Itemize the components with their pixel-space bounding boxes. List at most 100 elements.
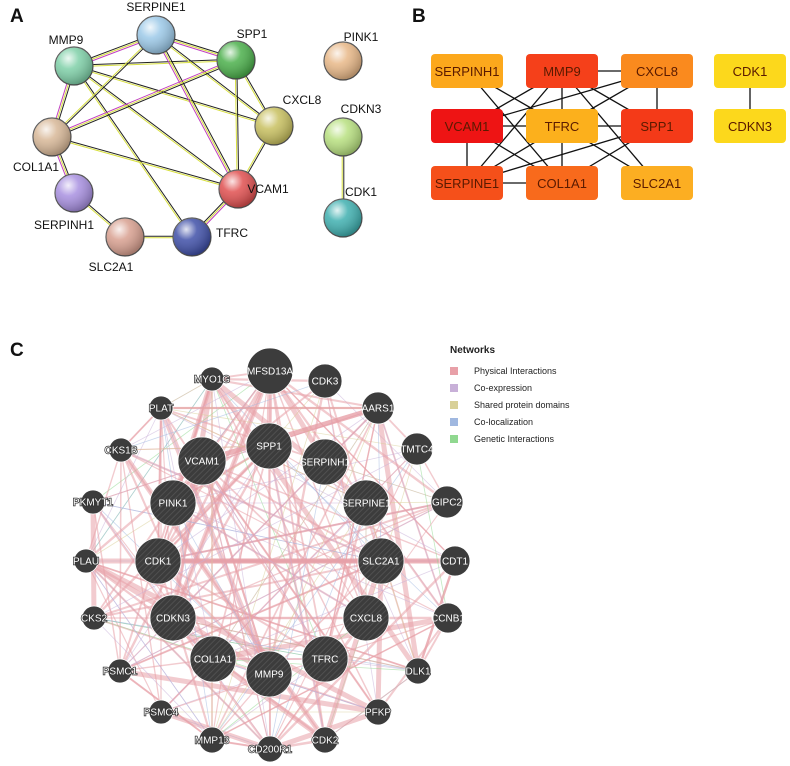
node-serpinh1[interactable]: SERPINH1 xyxy=(300,438,350,486)
node-myo1g[interactable]: MYO1G xyxy=(193,366,231,392)
node-slc2a1[interactable]: SLC2A1 xyxy=(621,166,693,200)
node-cd200r1[interactable]: CD200R1 xyxy=(247,735,293,763)
node-label: MFSD13A xyxy=(247,367,293,378)
node-cdt1[interactable]: CDT1 xyxy=(439,545,471,577)
edge-serpine1-col1a1 xyxy=(52,35,157,138)
node-pfkp[interactable]: PFKP xyxy=(364,698,392,726)
node-cdk1[interactable]: CDK1 xyxy=(134,537,182,585)
node-label: CDKN3 xyxy=(341,102,382,116)
edge-serpine1-cxcl8 xyxy=(156,33,275,126)
node-pink1[interactable]: PINK1 xyxy=(323,30,379,81)
node-psmc4[interactable]: PSMC4 xyxy=(143,699,179,725)
node-tfrc[interactable]: TFRC xyxy=(526,109,598,143)
node-slc2a1[interactable]: SLC2A1 xyxy=(357,537,405,585)
node-col1a1[interactable]: COL1A1 xyxy=(13,117,72,174)
edge-mmp9-cxcl8 xyxy=(74,64,275,126)
edge-cdt1-vcam1 xyxy=(201,460,456,562)
node-psmc1[interactable]: PSMC1 xyxy=(102,658,138,684)
node-vcam1[interactable]: VCAM1 xyxy=(218,169,289,209)
edge-cdt1-col1a1 xyxy=(212,560,456,660)
edge-tfrc-serpine1 xyxy=(323,502,368,660)
node-plat[interactable]: PLAT xyxy=(148,395,174,421)
edge-pfkp-plau xyxy=(84,558,380,715)
node-serpinh1[interactable]: SERPINH1 xyxy=(431,54,503,88)
node-cdk3[interactable]: CDK3 xyxy=(307,363,343,399)
edge-mmp9-spp1 xyxy=(73,58,236,66)
node-tfrc[interactable]: TFRC xyxy=(172,217,248,257)
node-dlk1[interactable]: DLK1 xyxy=(404,657,432,685)
edge-vcam1-mmp9 xyxy=(201,460,270,675)
node-label: PSMC1 xyxy=(103,667,138,678)
node-mmp9[interactable]: MMP9 xyxy=(526,54,598,88)
edge-cd200r1-plau xyxy=(85,560,271,750)
node-label: MMP9 xyxy=(543,64,581,79)
node-label: SERPINH1 xyxy=(34,218,94,232)
node-vcam1[interactable]: VCAM1 xyxy=(177,436,227,486)
edge-tmtc4-cd200r1 xyxy=(269,448,418,750)
node-ccnb1[interactable]: CCNB1 xyxy=(431,602,465,634)
node-col1a1[interactable]: COL1A1 xyxy=(526,166,598,200)
node-cdk1[interactable]: CDK1 xyxy=(323,185,377,238)
node-label: CDT1 xyxy=(442,557,469,568)
edge-slc2a1-cdk2 xyxy=(322,560,384,741)
node-label: PFKP xyxy=(365,708,391,719)
node-cks2[interactable]: CKS2 xyxy=(80,605,108,631)
edge-cdkn3-aars1 xyxy=(172,407,379,619)
node-label: DLK1 xyxy=(405,667,430,678)
node-pink1[interactable]: PINK1 xyxy=(149,479,197,527)
node-label: PINK1 xyxy=(344,30,379,44)
node-vcam1[interactable]: VCAM1 xyxy=(431,109,503,143)
node-serpinh1[interactable]: SERPINH1 xyxy=(34,173,94,232)
edge-mmp9-slc2a1 xyxy=(561,70,658,184)
node-label: MMP9 xyxy=(255,670,284,681)
node-cks1b[interactable]: CKS1B xyxy=(104,437,138,463)
node-cdk1[interactable]: CDK1 xyxy=(714,54,786,88)
edge-vcam1-cxcl8 xyxy=(201,460,367,619)
node-mmp9[interactable]: MMP9 xyxy=(245,650,293,698)
node-label: CDKN3 xyxy=(728,119,772,134)
node-serpine1[interactable]: SERPINE1 xyxy=(431,166,503,200)
edge-cd200r1-cdkn3 xyxy=(172,617,271,750)
node-plau[interactable]: PLAU xyxy=(72,548,100,574)
node-label: CDK2 xyxy=(312,736,339,747)
node-spp1[interactable]: SPP1 xyxy=(245,422,293,470)
node-label: SERPINE1 xyxy=(126,0,186,14)
node-spp1[interactable]: SPP1 xyxy=(216,27,268,80)
node-cdkn3[interactable]: CDKN3 xyxy=(149,594,197,642)
node-cxcl8[interactable]: CXCL8 xyxy=(342,594,390,642)
node-label: PKMYT1 xyxy=(73,498,113,509)
edge-serpine1-vcam1 xyxy=(155,34,239,190)
node-spp1[interactable]: SPP1 xyxy=(621,109,693,143)
node-cxcl8[interactable]: CXCL8 xyxy=(621,54,693,88)
node-label: SERPINH1 xyxy=(434,64,499,79)
node-slc2a1[interactable]: SLC2A1 xyxy=(89,217,145,274)
edge-myo1g-aars1 xyxy=(211,377,379,410)
node-serpine1[interactable]: SERPINE1 xyxy=(341,479,391,527)
node-col1a1[interactable]: COL1A1 xyxy=(189,635,237,683)
edge-pfkp-col1a1 xyxy=(212,658,379,713)
node-mmp13[interactable]: MMP13 xyxy=(194,726,230,754)
node-mmp9[interactable]: MMP9 xyxy=(49,33,94,86)
node-tfrc[interactable]: TFRC xyxy=(301,635,349,683)
node-label: CD200R1 xyxy=(248,745,292,756)
panel-c-letter: C xyxy=(10,340,24,361)
node-serpine1[interactable]: SERPINE1 xyxy=(126,0,186,55)
node-gipc2[interactable]: GIPC2 xyxy=(430,485,464,519)
node-pkmyt1[interactable]: PKMYT1 xyxy=(72,489,114,515)
node-label: SLC2A1 xyxy=(362,557,400,568)
legend-label: Physical Interactions xyxy=(474,365,557,376)
node-cdk2[interactable]: CDK2 xyxy=(311,726,340,754)
edge-plau-vcam1 xyxy=(85,460,203,562)
node-aars1[interactable]: AARS1 xyxy=(361,391,395,425)
legend-swatch xyxy=(450,417,458,426)
node-cdkn3[interactable]: CDKN3 xyxy=(714,109,786,143)
node-tmtc4[interactable]: TMTC4 xyxy=(400,432,434,466)
node-cdkn3[interactable]: CDKN3 xyxy=(323,102,382,157)
edge-spp1-col1a1 xyxy=(51,58,236,136)
edge-spp1-cdk2 xyxy=(268,445,326,741)
node-label: PLAT xyxy=(149,404,173,415)
node-mfsd13a[interactable]: MFSD13A xyxy=(246,347,294,395)
node-cxcl8[interactable]: CXCL8 xyxy=(254,93,322,146)
node-label: CKS1B xyxy=(105,446,138,457)
